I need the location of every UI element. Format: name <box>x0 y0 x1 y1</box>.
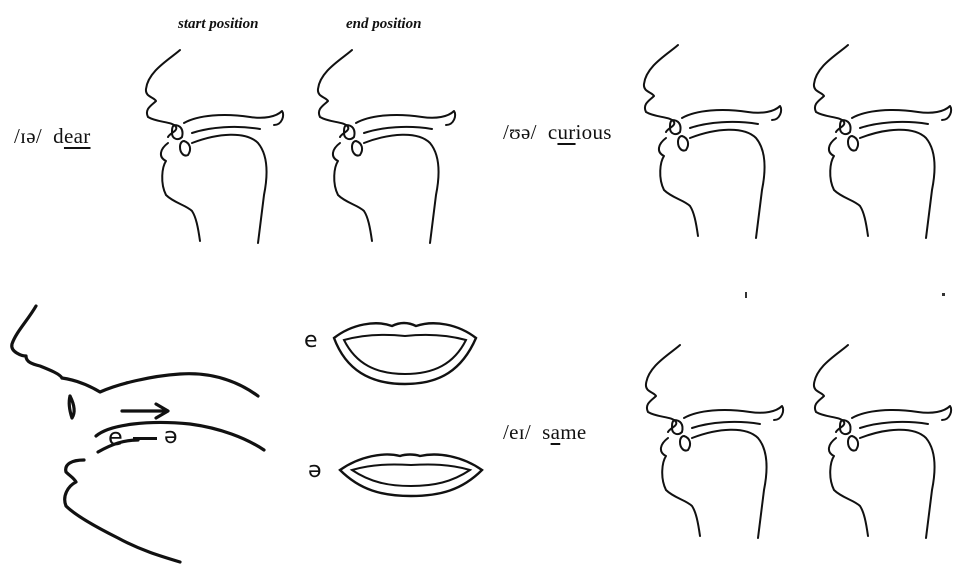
tract-large-profile <box>0 300 270 565</box>
ipa-same: /eɪ/ <box>503 420 531 444</box>
glide-connector <box>133 437 157 440</box>
header-end-position: end position <box>346 16 421 33</box>
glide-start-vowel: e <box>108 423 123 451</box>
stray-mark <box>745 292 747 298</box>
glide-arrow <box>120 402 172 420</box>
tract-curious-end <box>808 40 968 240</box>
word-curious-suffix: ious <box>576 120 612 144</box>
tract-dear-start <box>140 45 300 245</box>
label-dear: /ɪə/ dear <box>14 124 91 149</box>
word-dear-prefix: d <box>53 124 64 148</box>
word-same-suffix: me <box>560 420 586 444</box>
word-same-underlined: a <box>551 420 561 444</box>
lips-label-schwa: ə <box>308 458 322 483</box>
label-same: /eɪ/ same <box>503 420 587 445</box>
label-curious: /ʊə/ curious <box>503 120 612 145</box>
word-curious-underlined: ur <box>557 120 575 144</box>
lips-neutral-schwa <box>336 448 486 498</box>
word-same-prefix: s <box>542 420 550 444</box>
word-dear-underlined: ear <box>64 124 91 148</box>
ipa-dear: /ɪə/ <box>14 124 42 148</box>
word-curious-prefix: c <box>548 120 558 144</box>
ipa-curious: /ʊə/ <box>503 120 537 144</box>
tract-same-start <box>640 340 800 540</box>
tract-same-end <box>808 340 968 540</box>
tract-curious-start <box>638 40 798 240</box>
header-start-position: start position <box>178 16 258 33</box>
tract-dear-end <box>312 45 472 245</box>
lips-label-e: e <box>304 328 318 353</box>
lips-open-e <box>330 312 480 392</box>
stray-dot <box>942 293 945 296</box>
glide-end-vowel: ə <box>164 424 178 449</box>
